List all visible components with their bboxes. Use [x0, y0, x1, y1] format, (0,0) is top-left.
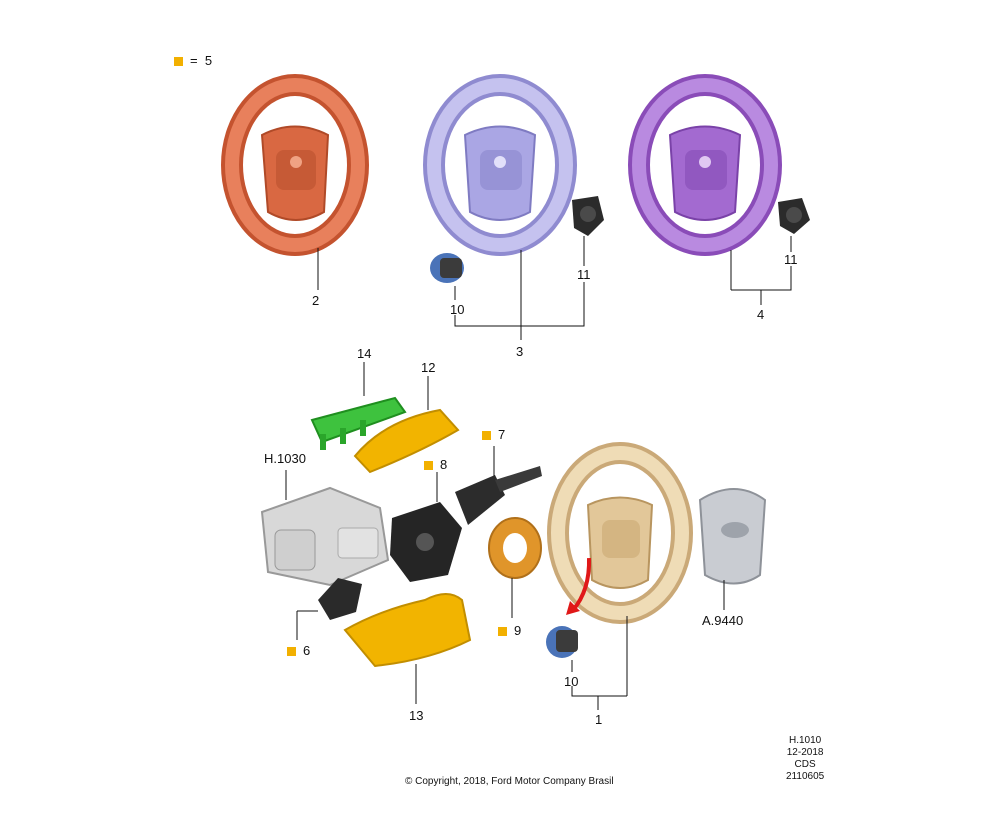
red-arrow	[566, 557, 592, 615]
steering-wheel-4	[628, 74, 782, 256]
lock-housing	[260, 486, 390, 587]
callout-7: 7	[482, 428, 505, 442]
callout-h1030: H.1030	[264, 451, 306, 466]
bracket-14	[310, 396, 407, 450]
switch-8	[390, 502, 462, 582]
callout-6-text: 6	[303, 643, 311, 658]
module-10a	[430, 253, 464, 283]
legend-equals: =	[190, 53, 198, 68]
marker-square-7	[482, 431, 491, 440]
legend: = 5	[174, 54, 212, 68]
airbag-module	[698, 488, 767, 585]
callout-3: 3	[516, 344, 524, 359]
legend-value: 5	[204, 53, 213, 68]
legend-square	[174, 57, 183, 66]
lower-cover-13	[343, 593, 472, 668]
stalk-7	[455, 466, 542, 525]
callout-8-text: 8	[440, 457, 448, 472]
leader-lines-upper	[317, 236, 792, 340]
callout-11-right: 11	[784, 252, 798, 267]
callout-9: 9	[498, 624, 521, 638]
reference-line-1: H.1010	[788, 735, 822, 746]
callout-a9440: A.9440	[702, 613, 744, 628]
marker-square-9	[498, 627, 507, 636]
reference-block: H.1010 12-2018 CDS 2110605	[786, 735, 824, 783]
reference-line-2: 12-2018	[786, 747, 824, 758]
callout-10-upper: 10	[450, 302, 465, 317]
callout-12: 12	[421, 360, 436, 375]
marker-square-6	[287, 647, 296, 656]
steering-wheel-3	[423, 74, 577, 256]
callout-6: 6	[287, 644, 310, 658]
callout-11-middle: 11	[577, 267, 591, 282]
reference-line-4: 2110605	[786, 771, 825, 782]
clockspring-9	[488, 517, 542, 579]
callout-7-text: 7	[498, 427, 506, 442]
callout-8: 8	[424, 458, 447, 472]
callout-1: 1	[595, 712, 603, 727]
module-10b	[546, 626, 578, 658]
callout-4: 4	[757, 307, 765, 322]
callout-9-text: 9	[514, 623, 522, 638]
switch-module-11b	[778, 198, 810, 234]
callout-10-lower: 10	[564, 674, 579, 689]
upper-cover-12	[353, 408, 460, 474]
stalk-6	[318, 578, 362, 620]
callout-13: 13	[409, 708, 424, 723]
reference-line-3: CDS	[794, 759, 816, 770]
steering-wheel-1	[547, 442, 693, 624]
callout-2: 2	[312, 293, 320, 308]
switch-module-11a	[572, 196, 604, 236]
marker-square-8	[424, 461, 433, 470]
steering-wheel-2	[221, 74, 369, 256]
callout-14: 14	[357, 346, 372, 361]
leader-lines-lower	[285, 362, 725, 710]
copyright: © Copyright, 2018, Ford Motor Company Br…	[405, 776, 614, 787]
